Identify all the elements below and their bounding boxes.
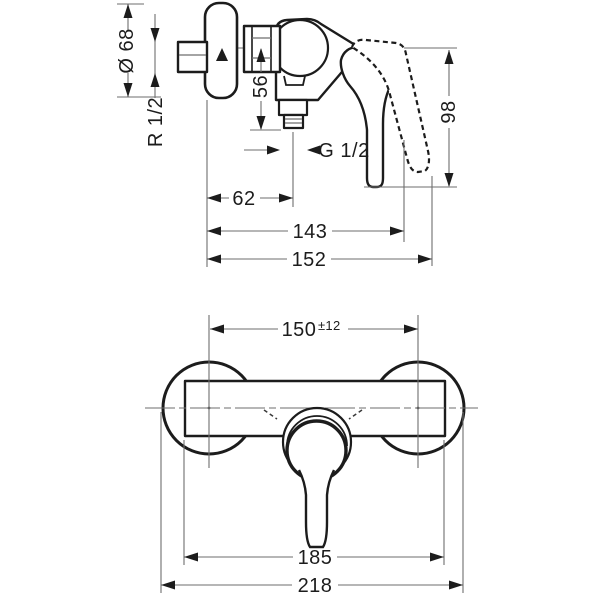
dim-handle-height-98: 98 (364, 50, 460, 188)
outlet-thread-lines (285, 118, 302, 124)
dim-outlet-thread: G 1/2 (244, 132, 369, 207)
dim-depth-152-label: 152 (292, 249, 327, 271)
dim-spacing-150: 150 ±12 (210, 318, 418, 341)
dim-width-218-label: 218 (298, 575, 333, 597)
side-view: Ø 68 R 1/2 56 G 1/2 98 (116, 1, 460, 271)
outlet-thread (277, 98, 309, 117)
handle-grip-fill (299, 465, 334, 547)
outlet-nipple (282, 113, 305, 130)
lever-handle-alt-position (350, 38, 431, 174)
dim-depth-143: 143 (207, 140, 405, 243)
front-view: 150 ±12 185 218 (145, 315, 478, 597)
dim-depth-62: 62 (207, 188, 293, 210)
union-nut-facets (251, 26, 272, 72)
dim-width-218: 218 (160, 412, 464, 597)
dim-width-185: 185 (183, 440, 445, 569)
inlet-connector (176, 40, 209, 74)
dim-spacing-150-label: 150 (282, 319, 317, 341)
vertical-crosshairs (208, 315, 419, 468)
flow-arrow (216, 48, 228, 61)
dim-diameter-68-label: Ø 68 (116, 28, 138, 73)
dim-inlet-thread-label: R 1/2 (145, 97, 167, 147)
hidden-edge-ticks (263, 409, 363, 420)
dim-spacing-tolerance-label: ±12 (318, 318, 341, 333)
dim-height-56-label: 56 (250, 75, 272, 98)
body-tab (283, 75, 306, 86)
union-nut (242, 24, 282, 74)
dim-depth-152: 152 (207, 176, 433, 271)
dim-inlet-thread: R 1/2 (145, 14, 167, 147)
dim-handle-height-98-label: 98 (438, 100, 460, 123)
dim-depth-143-label: 143 (293, 221, 328, 243)
handle-dome-inner-arc (286, 415, 348, 447)
dim-diameter-68: Ø 68 (116, 3, 161, 98)
handle-grip (297, 469, 336, 549)
dim-height-56: 56 (250, 48, 281, 131)
dim-outlet-thread-label: G 1/2 (318, 140, 369, 162)
dim-width-185-label: 185 (298, 547, 333, 569)
dim-depth-62-label: 62 (232, 188, 255, 210)
